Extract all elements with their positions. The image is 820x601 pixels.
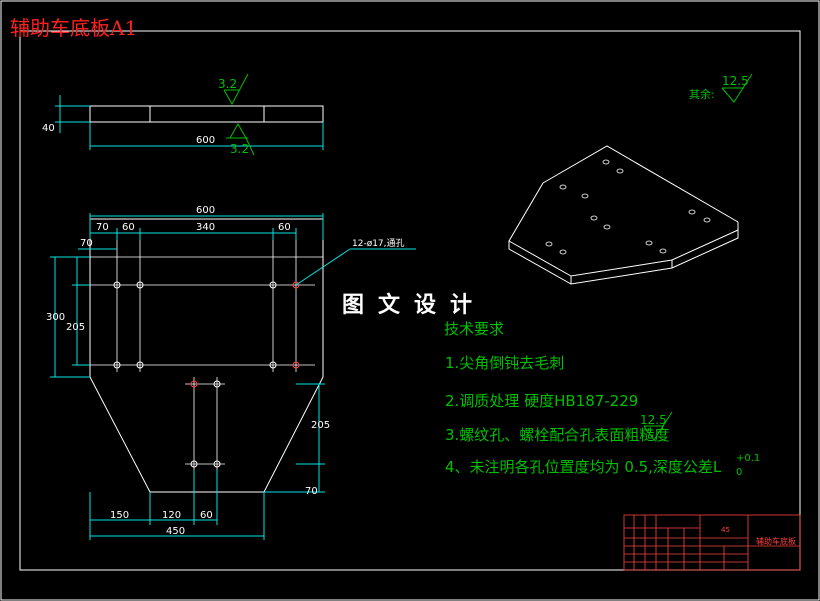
title-block bbox=[623, 514, 801, 571]
dim-340: 340 bbox=[196, 222, 215, 233]
roughness-top-value: 3.2 bbox=[218, 77, 237, 91]
dim-60-right: 60 bbox=[278, 222, 291, 233]
dim-side-length: 600 bbox=[196, 135, 215, 146]
sheet-title: 辅助车底板A1 bbox=[10, 16, 138, 40]
dim-150: 150 bbox=[110, 510, 129, 521]
top-view bbox=[50, 213, 416, 540]
roughness-other-value: 12.5 bbox=[722, 74, 749, 88]
tech-requirement-3: 3.螺纹孔、螺栓配合孔表面粗糙度 bbox=[445, 426, 670, 444]
roughness-other-label: 其余: bbox=[689, 88, 715, 101]
tech-requirement-1: 1.尖角倒钝去毛刺 bbox=[445, 354, 565, 372]
side-view bbox=[55, 73, 324, 156]
title-block-part-name: 辅助车底板 bbox=[756, 536, 796, 546]
dim-top-width: 600 bbox=[196, 205, 215, 216]
hole-callout: 12-ø17,通孔 bbox=[352, 238, 405, 249]
watermark-text: 图文设计 bbox=[342, 293, 487, 318]
roughness-other-symbol bbox=[721, 73, 753, 103]
roughness-bottom-value: 3.2 bbox=[230, 142, 249, 156]
dim-60-bottom: 60 bbox=[200, 510, 213, 521]
tech-requirement-4: 4、未注明各孔位置度均为 0.5,深度公差L bbox=[445, 458, 722, 476]
dim-70-left: 70 bbox=[80, 238, 93, 249]
req3-roughness-value: 12.5 bbox=[640, 413, 667, 427]
dim-70-top: 70 bbox=[96, 222, 109, 233]
dim-450: 450 bbox=[166, 526, 185, 537]
tech-requirements-title: 技术要求 bbox=[444, 320, 505, 338]
inner-frame bbox=[19, 30, 801, 571]
req3-roughness-symbol bbox=[643, 411, 673, 441]
tolerance-lower: 0 bbox=[736, 467, 742, 478]
tolerance-upper: +0.1 bbox=[736, 453, 760, 464]
dim-70-right: 70 bbox=[305, 486, 318, 497]
dim-205-right: 205 bbox=[311, 420, 330, 431]
dim-120: 120 bbox=[162, 510, 181, 521]
tech-requirement-2: 2.调质处理 硬度HB187-229 bbox=[445, 392, 639, 410]
dim-60-top: 60 bbox=[122, 222, 135, 233]
dim-thickness: 40 bbox=[42, 123, 55, 134]
dim-205-left: 205 bbox=[66, 322, 85, 333]
title-block-material: 45 bbox=[721, 526, 730, 534]
dim-300: 300 bbox=[46, 312, 65, 323]
isometric-view bbox=[508, 145, 739, 285]
